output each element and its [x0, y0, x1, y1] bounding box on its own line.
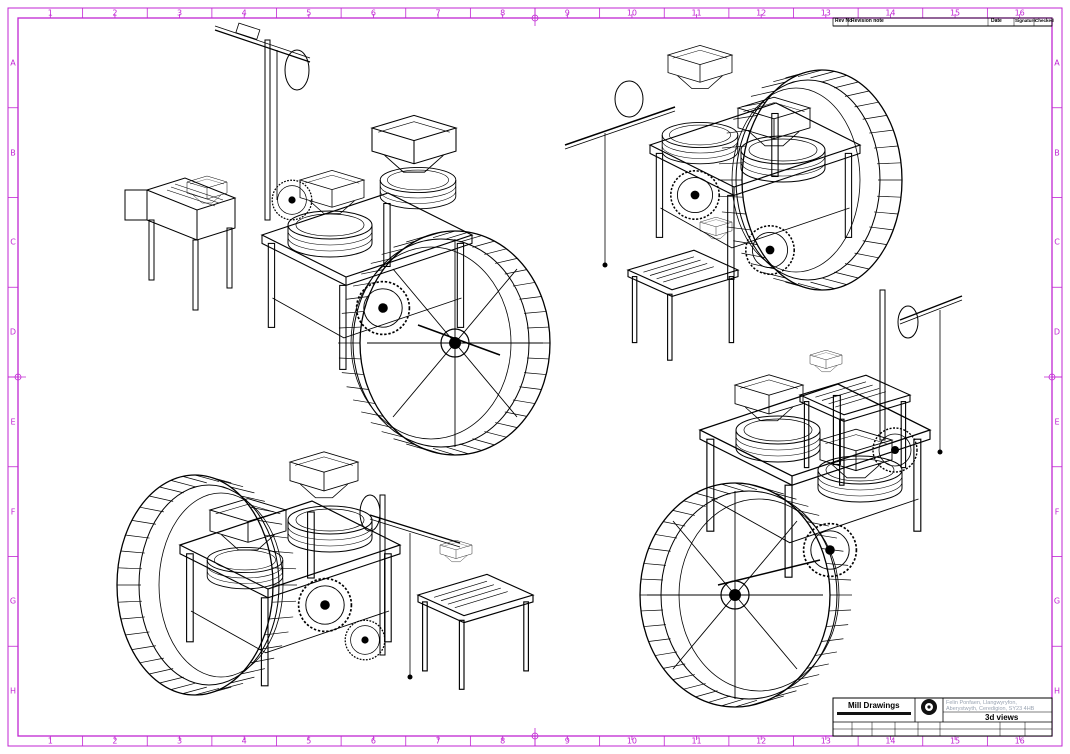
column-bottom-label: 12: [756, 736, 767, 746]
column-top-label: 11: [691, 8, 702, 18]
column-top-label: 3: [177, 8, 183, 18]
row-left-label: D: [9, 327, 17, 337]
row-right-label: B: [1054, 148, 1060, 158]
row-left-label: F: [10, 507, 16, 517]
column-top-label: 2: [112, 8, 118, 18]
row-left-label: E: [10, 417, 16, 427]
column-top-label: 5: [306, 8, 312, 18]
revision-note-header: Revision note: [851, 18, 884, 24]
centring-marks: [8, 8, 1062, 746]
sheet-border: [7, 7, 1063, 747]
column-bottom-label: 7: [435, 736, 441, 746]
title-block: [832, 697, 1053, 737]
column-bottom-label: 6: [370, 736, 376, 746]
company-name: Mill Drawings: [848, 701, 900, 710]
column-bottom-label: 5: [306, 736, 312, 746]
column-top-label: 4: [241, 8, 247, 18]
column-top-label: 9: [564, 8, 570, 18]
row-left-label: A: [10, 58, 16, 68]
column-top-label: 8: [500, 8, 506, 18]
revision-table: [832, 17, 1053, 27]
signature-header: Signature: [1015, 18, 1036, 23]
view-front-left: [124, 22, 551, 456]
column-bottom-label: 1: [47, 736, 53, 746]
column-bottom-label: 9: [564, 736, 570, 746]
address-line-1: Felin Ponfaen, Llangwyryfon,: [946, 700, 1017, 706]
column-top-label: 6: [370, 8, 376, 18]
column-top-label: 12: [756, 8, 767, 18]
checked-header: Checked: [1035, 18, 1054, 23]
column-top-label: 15: [949, 8, 961, 18]
view-back-right: [564, 45, 903, 361]
column-bottom-label: 2: [112, 736, 118, 746]
row-left-label: H: [9, 686, 17, 696]
column-bottom-label: 14: [885, 736, 896, 746]
row-right-label: G: [1053, 596, 1061, 606]
column-top-label: 13: [820, 8, 831, 18]
address-line-2: Aberystwyth, Ceredigion, SY23 4HB: [946, 706, 1035, 712]
column-bottom-label: 11: [691, 736, 702, 746]
view-front-right: [639, 289, 963, 708]
column-bottom-label: 8: [500, 736, 506, 746]
row-right-label: C: [1054, 237, 1060, 247]
view-back-left: [116, 451, 534, 696]
column-top-label: 16: [1014, 8, 1025, 18]
column-top-label: 10: [626, 8, 638, 18]
row-left-label: B: [10, 148, 16, 158]
row-right-label: D: [1053, 327, 1061, 337]
drawing-title: 3d views: [985, 713, 1019, 722]
column-bottom-label: 15: [949, 736, 961, 746]
column-bottom-label: 10: [626, 736, 638, 746]
row-right-label: E: [1054, 417, 1060, 427]
column-top-label: 14: [885, 8, 896, 18]
column-bottom-label: 3: [177, 736, 183, 746]
mill-logo-icon: [921, 699, 937, 715]
rev-no-header: Rev No: [835, 18, 853, 24]
column-bottom-label: 13: [820, 736, 831, 746]
column-top-label: 1: [47, 8, 53, 18]
row-left-label: C: [10, 237, 16, 247]
row-right-label: H: [1053, 686, 1061, 696]
column-bottom-label: 4: [241, 736, 247, 746]
date-header: Date: [991, 18, 1002, 24]
column-bottom-label: 16: [1014, 736, 1025, 746]
column-top-label: 7: [435, 8, 441, 18]
row-right-label: F: [1054, 507, 1060, 517]
row-right-label: A: [1054, 58, 1060, 68]
row-left-label: G: [9, 596, 17, 606]
